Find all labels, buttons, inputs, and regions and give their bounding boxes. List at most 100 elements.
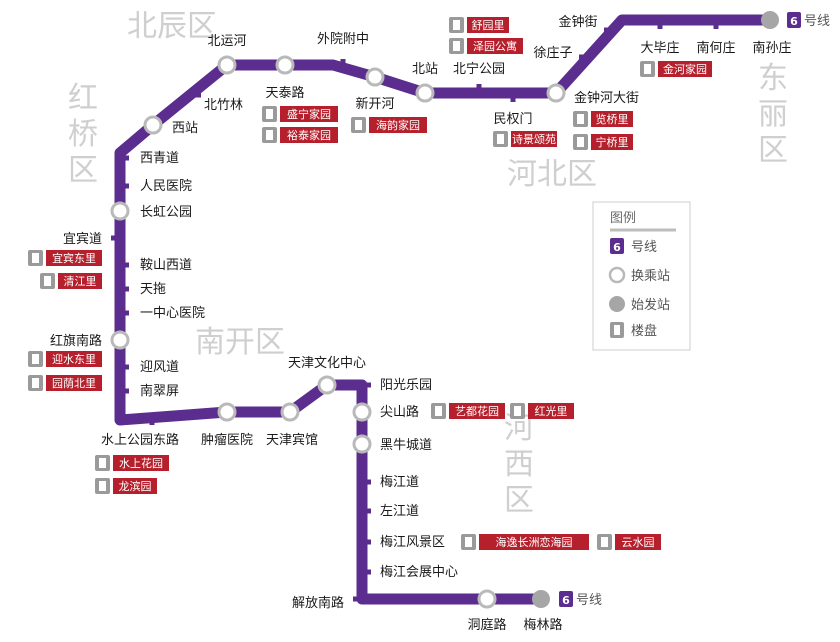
estate-tag: 宁桥里: [573, 134, 633, 150]
station-label: 外院附中: [317, 32, 369, 47]
station[interactable]: 西站: [143, 115, 198, 136]
station-label: 徐庄子: [533, 45, 572, 61]
station[interactable]: 南何庄: [696, 20, 736, 56]
station[interactable]: 南翠屏: [120, 383, 179, 399]
station[interactable]: 黑牛城道: [352, 434, 432, 454]
transfer-station-marker: [110, 201, 130, 221]
district-label: 河西区: [504, 411, 534, 518]
station[interactable]: 梅林路: [523, 590, 563, 633]
station[interactable]: 梅江风景区: [362, 535, 445, 550]
station-label: 左江道: [380, 504, 419, 519]
station-label: 南翠屏: [140, 383, 179, 399]
line-name: 号线: [804, 14, 830, 29]
station[interactable]: 迎风道: [120, 360, 179, 375]
estate-name: 泽园公寓: [473, 39, 517, 53]
station[interactable]: 西青道: [120, 151, 179, 166]
estate-name: 龙滨园: [119, 479, 152, 493]
estate-name-box: [658, 61, 712, 77]
station[interactable]: 金钟街: [558, 14, 613, 33]
estate-tag: 金河家园: [640, 61, 712, 77]
transfer-station-icon: [608, 266, 626, 284]
estate-name-box: [449, 403, 505, 419]
estate-tag: 红光里: [510, 403, 574, 419]
district-labels: 北辰区红桥区河北区东丽区南开区河西区: [68, 9, 788, 518]
station[interactable]: 北竹林: [192, 92, 243, 113]
station[interactable]: 梅江会展中心: [362, 565, 458, 580]
station-label: 天津文化中心: [288, 356, 366, 371]
station[interactable]: 天津宾馆: [266, 402, 318, 448]
station-label: 黑牛城道: [380, 438, 432, 453]
estate-tag: 海韵家园: [351, 117, 427, 133]
estate-name: 园荫北里: [52, 377, 96, 390]
estate-tag: 云水园: [597, 534, 661, 550]
legend-line-number: 6: [613, 241, 621, 254]
svg-text:东丽区: 东丽区: [758, 61, 788, 168]
legend-line-label: 号线: [631, 240, 657, 255]
transfer-station-marker: [352, 402, 372, 422]
estate-name: 裕泰家园: [287, 128, 331, 142]
station-label: 梅江会展中心: [380, 565, 458, 580]
station-label: 北宁公园: [453, 61, 505, 77]
station[interactable]: 阳光乐园: [362, 378, 432, 393]
line-number-box: [559, 591, 573, 607]
transfer-station-marker: [143, 115, 163, 135]
transfer-station-marker: [317, 375, 337, 395]
station[interactable]: 一中心医院: [120, 306, 205, 321]
station-label: 南何庄: [696, 40, 735, 56]
station[interactable]: 外院附中: [317, 32, 369, 68]
transfer-station-marker: [352, 434, 372, 454]
estate-name: 金河家园: [663, 62, 707, 76]
station[interactable]: 左江道: [362, 504, 419, 519]
district-label: 东丽区: [758, 61, 788, 168]
estate-name: 海逸长洲恋海园: [496, 535, 573, 549]
svg-text:红桥区: 红桥区: [68, 81, 98, 188]
station[interactable]: 金钟河大街: [546, 83, 639, 106]
legend-line-swatch: 6: [610, 238, 624, 254]
station[interactable]: 肿瘤医院: [201, 402, 253, 448]
station[interactable]: 天泰路: [265, 55, 305, 101]
station-label: 金钟河大街: [574, 90, 639, 106]
estate-name-box: [113, 478, 157, 494]
legend-transfer-label: 换乘站: [631, 269, 670, 284]
estate-name: 览桥里: [596, 112, 629, 126]
station[interactable]: 水上公园东路: [101, 416, 179, 448]
station[interactable]: 人民医院: [120, 179, 192, 194]
estate-tag: 迎水东里: [28, 351, 102, 367]
station[interactable]: 宜宾道: [63, 231, 120, 247]
line-number-box: [787, 12, 801, 28]
estate-name-box: [467, 17, 509, 33]
transfer-station-marker: [110, 330, 130, 350]
station[interactable]: 梅江道: [362, 475, 419, 490]
station[interactable]: 北宁公园: [453, 61, 505, 93]
station[interactable]: 南孙庄: [752, 11, 792, 56]
station[interactable]: 尖山路: [352, 402, 419, 422]
estate-name: 艺都花园: [455, 405, 499, 418]
station[interactable]: 解放南路: [292, 595, 362, 611]
station[interactable]: 天津文化中心: [288, 356, 366, 395]
terminal-station-marker: [761, 11, 779, 29]
station-label: 宜宾道: [63, 231, 102, 247]
station[interactable]: 长虹公园: [110, 201, 192, 221]
transfer-station-marker: [280, 402, 300, 422]
station[interactable]: 天拖: [120, 282, 166, 297]
estate-name: 迎水东里: [52, 353, 96, 366]
station[interactable]: 红旗南路: [50, 330, 130, 350]
estate-name: 海韵家园: [376, 118, 420, 132]
station[interactable]: 洞庭路: [467, 589, 507, 633]
station[interactable]: 北站: [412, 62, 438, 103]
estate-tag: 园荫北里: [28, 375, 102, 391]
station[interactable]: 北运河: [207, 34, 247, 75]
station-label: 北运河: [207, 34, 246, 49]
station[interactable]: 徐庄子: [533, 45, 588, 61]
station[interactable]: 新开河: [355, 67, 395, 112]
estate-name: 清江里: [64, 275, 97, 288]
station[interactable]: 鞍山西道: [120, 257, 192, 273]
station[interactable]: 大毕庄: [640, 20, 680, 56]
estate-name: 宁桥里: [596, 135, 629, 149]
station-label: 天泰路: [265, 85, 304, 101]
estate-tag: 舒园里: [449, 17, 509, 33]
station-label: 肿瘤医院: [201, 432, 253, 448]
station[interactable]: 民权门: [493, 93, 533, 127]
